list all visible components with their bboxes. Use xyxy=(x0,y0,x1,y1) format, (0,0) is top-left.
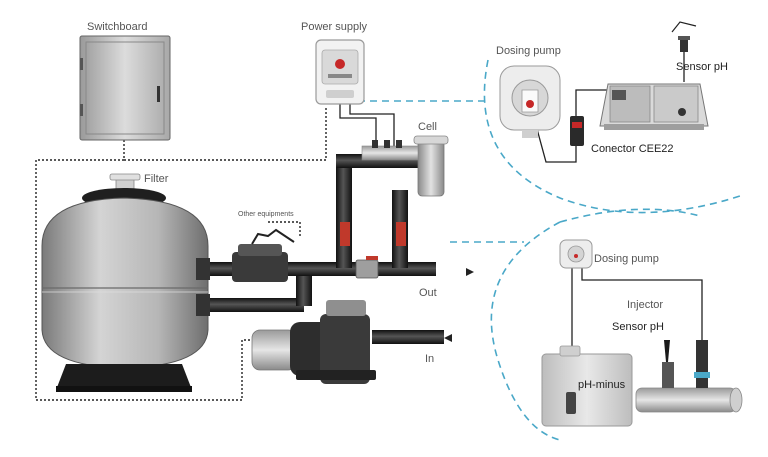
pump-motor-icon xyxy=(251,300,376,384)
label-switchboard: Switchboard xyxy=(87,21,148,33)
diagram-labels: Switchboard Power supply Cell Filter Oth… xyxy=(87,21,728,391)
ph-sensor-top-icon xyxy=(671,21,697,52)
arrow-out-icon xyxy=(466,268,474,276)
connector-cee22-icon xyxy=(570,116,584,146)
injector-pipe-icon xyxy=(635,340,743,413)
cable-pump-connector xyxy=(533,117,577,163)
cable-power-cell-2 xyxy=(349,104,395,150)
label-injector: Injector xyxy=(627,299,663,311)
wire-other-equipments xyxy=(268,221,301,238)
injector-icon xyxy=(696,340,708,388)
label-dosing-pump-bottom: Dosing pump xyxy=(594,253,659,265)
label-out: Out xyxy=(419,287,437,299)
electrolysis-cell-icon xyxy=(361,135,449,197)
switchboard-cabinet-icon xyxy=(79,35,171,141)
cable-power-cell-1 xyxy=(339,104,377,150)
label-power-supply: Power supply xyxy=(301,21,368,33)
cable-connector-controller xyxy=(575,89,614,116)
ph-sensor-bottom-icon xyxy=(664,340,670,362)
ph-minus-tank-icon xyxy=(541,345,633,427)
multiport-valve-icon xyxy=(232,228,295,282)
power-supply-unit-icon xyxy=(315,39,365,105)
label-conector-cee22: Conector CEE22 xyxy=(591,143,674,155)
label-filter: Filter xyxy=(144,173,169,185)
dosing-pump-top-icon xyxy=(499,65,561,138)
label-in: In xyxy=(425,353,434,365)
label-sensor-ph-top: Sensor pH xyxy=(676,61,728,73)
arrow-in-icon xyxy=(444,334,452,342)
dosing-pump-bottom-icon xyxy=(559,239,593,269)
sand-filter-icon xyxy=(41,173,209,392)
control-wiring xyxy=(35,108,327,401)
link-arc-bottom-right xyxy=(559,208,701,223)
link-arc-top xyxy=(483,59,741,214)
link-arc-bottom xyxy=(490,221,561,441)
dashed-link-arcs xyxy=(358,59,741,441)
label-sensor-ph-bottom: Sensor pH xyxy=(612,321,664,333)
label-ph-minus: pH-minus xyxy=(578,379,626,391)
label-dosing-pump-top: Dosing pump xyxy=(496,45,561,57)
wire-power-switchboard xyxy=(124,108,327,161)
label-cell: Cell xyxy=(418,121,437,133)
flow-arrows xyxy=(444,268,474,342)
piping xyxy=(196,154,444,344)
controller-box-icon xyxy=(599,83,709,130)
cable-pump-injector xyxy=(581,268,703,340)
label-other-equipments: Other equipments xyxy=(238,211,294,218)
